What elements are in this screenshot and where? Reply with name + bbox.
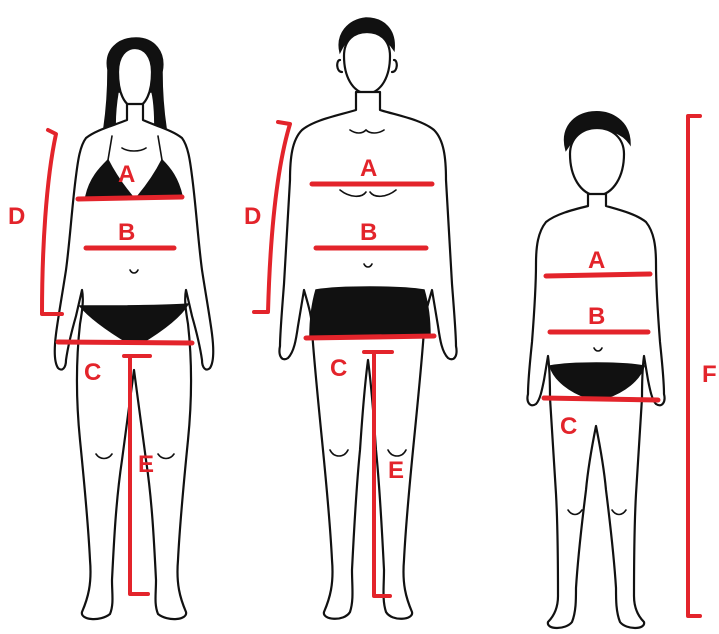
man-briefs — [310, 287, 430, 336]
child-head — [570, 128, 624, 196]
man-label-c: C — [330, 355, 347, 382]
woman-label-b: B — [118, 219, 135, 246]
woman-measure-c-line — [58, 342, 192, 343]
child-figure — [527, 112, 664, 628]
woman-label-a: A — [118, 161, 135, 188]
child-measure-a-line — [546, 274, 650, 276]
child-measure-c-line — [544, 398, 658, 400]
woman-head — [118, 48, 152, 108]
woman-measure-d-bracket — [42, 130, 62, 314]
woman-figure — [55, 38, 214, 619]
woman-label-e: E — [138, 451, 154, 478]
man-label-e: E — [388, 457, 404, 484]
child-label-c: C — [560, 413, 577, 440]
woman-label-c: C — [84, 359, 101, 386]
child-label-a: A — [588, 247, 605, 274]
man-figure — [279, 18, 456, 619]
child-label-f: F — [702, 361, 717, 388]
man-measure-c-line — [306, 336, 434, 338]
man-label-a: A — [360, 155, 377, 182]
child-measure-f-bracket — [688, 116, 700, 616]
woman-label-d: D — [8, 203, 25, 230]
woman-measure-a-line — [78, 197, 182, 199]
child-label-b: B — [588, 303, 605, 330]
man-label-b: B — [360, 219, 377, 246]
man-label-d: D — [244, 203, 261, 230]
man-head — [344, 32, 390, 94]
